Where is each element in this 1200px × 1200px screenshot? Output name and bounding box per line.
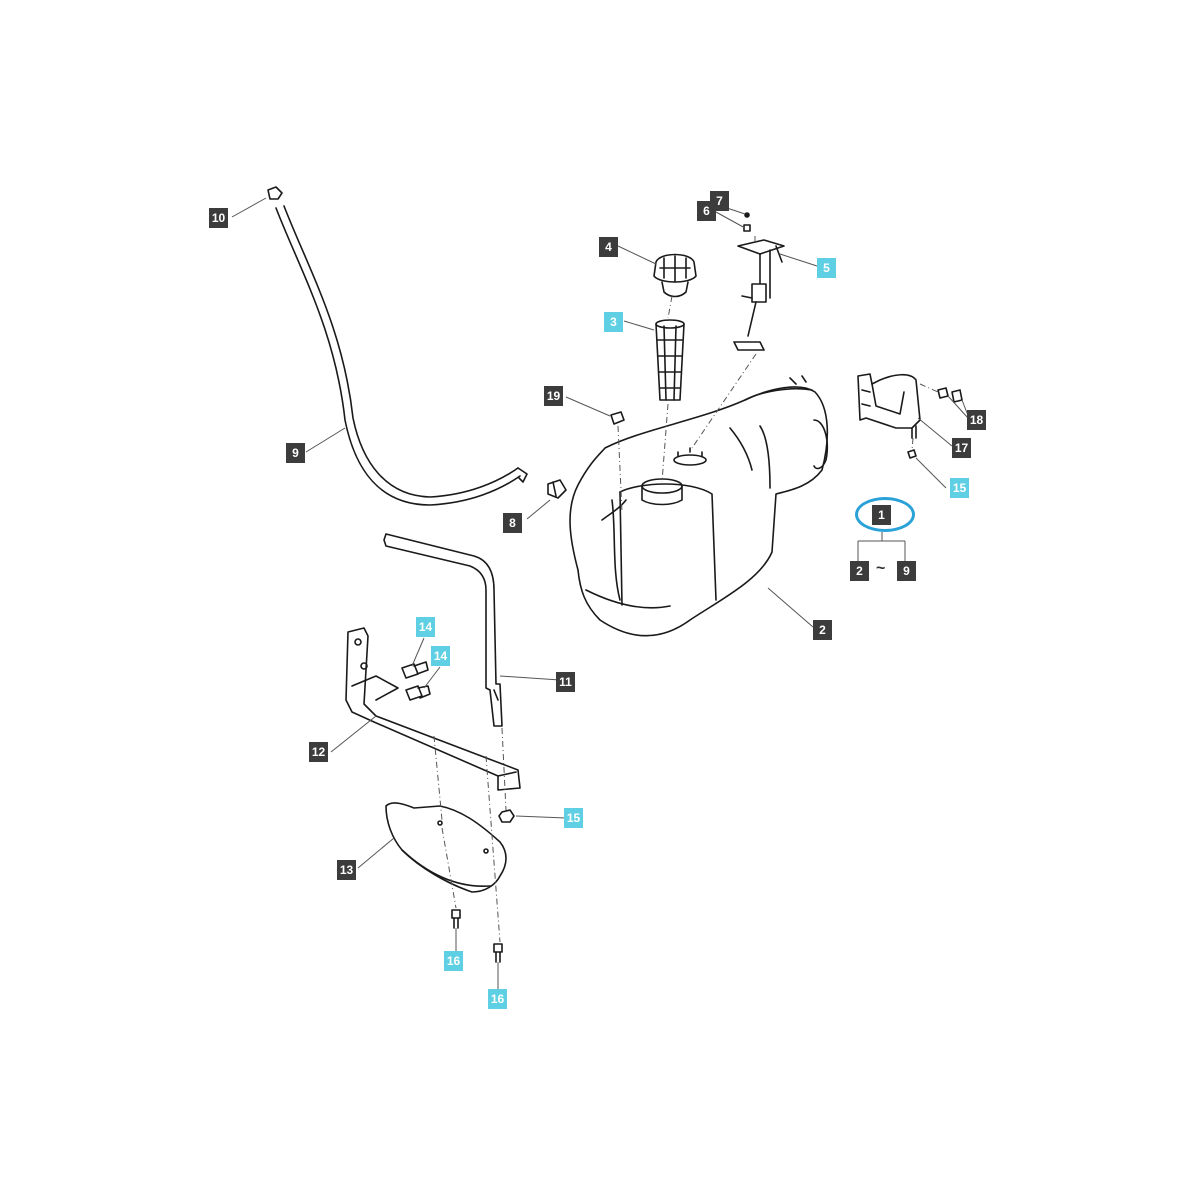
callout-9: 9 [286,443,305,463]
hose-end-cap [267,186,283,200]
assembly-range-start: 2 [850,561,869,581]
tank-strap [383,533,503,727]
callout-19: 19 [544,386,563,406]
tank-vent-fitting [610,411,625,425]
assembly-range-end: 9 [897,561,916,581]
foot-plate [385,802,507,893]
filler-strainer [655,319,685,401]
callout-15: 15 [950,478,969,498]
callout-6: 6 [697,201,716,221]
assembly-range-separator: ~ [876,560,886,577]
callout-15: 15 [564,808,583,828]
fuel-tank [569,375,829,637]
hose-clamp [547,479,567,499]
screw [493,943,503,963]
support-bracket [345,627,521,791]
filler-cap [653,253,697,298]
callout-18: 18 [967,410,986,430]
bolt [401,661,429,679]
callout-17: 17 [952,438,971,458]
screw [451,909,461,929]
nut [498,809,515,823]
assembly-axes [433,236,939,943]
callout-12: 12 [309,742,328,762]
assembly-parent-callout: 1 [872,505,891,525]
fastener [937,387,963,403]
callout-5: 5 [817,258,836,278]
callout-10: 10 [209,208,228,228]
callout-14: 14 [416,617,435,637]
bolt [405,685,431,701]
callout-2: 2 [813,620,832,640]
fuel-level-sender [733,212,785,351]
callout-3: 3 [604,312,623,332]
fuel-hose [275,205,528,506]
callout-14: 14 [431,646,450,666]
callout-13: 13 [337,860,356,880]
nut [907,449,917,459]
callout-8: 8 [503,513,522,533]
callout-4: 4 [599,237,618,257]
assembly-highlight-ring [855,497,915,532]
callout-16: 16 [488,989,507,1009]
callout-16: 16 [444,951,463,971]
leader-lines [231,197,970,990]
callout-11: 11 [556,672,575,692]
side-bracket [857,373,921,439]
